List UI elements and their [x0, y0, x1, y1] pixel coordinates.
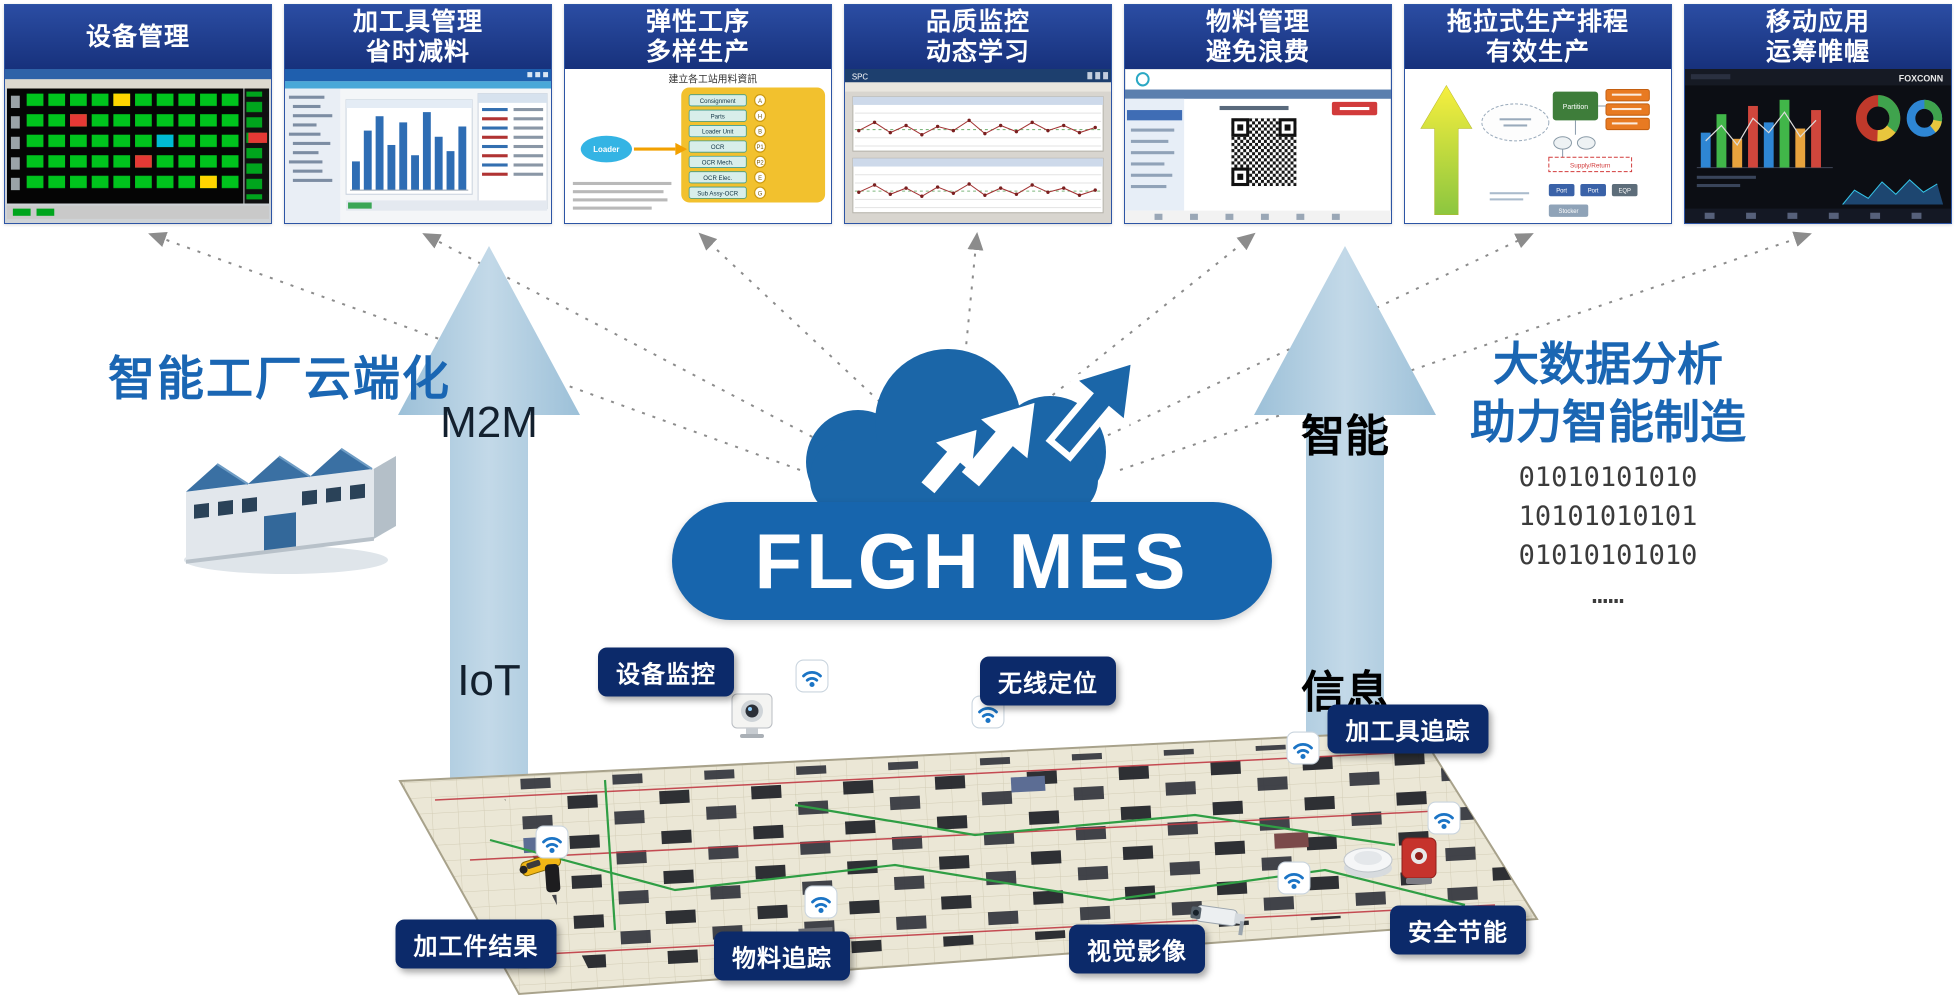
feature-card-title: 设备管理 [5, 5, 271, 69]
cctv-camera-icon [1190, 904, 1246, 936]
feature-card-quality-monitoring: 品质监控 动态学习 SPC [844, 4, 1112, 224]
svg-text:Sub Assy-OCR: Sub Assy-OCR [697, 190, 738, 197]
flow-title: 建立各工站用料資訊 [669, 72, 758, 85]
badge-safety-energy: 安全节能 [1390, 905, 1526, 955]
svg-text:Parts: Parts [711, 113, 725, 120]
feature-cards-row: 设备管理 [4, 4, 1952, 224]
scheduling-flowchart-screenshot: Partition Supply/Return Port Port EQP St [1405, 69, 1671, 223]
wifi-icon [804, 885, 838, 919]
svg-text:Loader Unit: Loader Unit [702, 129, 734, 136]
monitor-camera-icon [731, 693, 773, 738]
alarm-device-icon [1401, 837, 1437, 884]
feature-card-mobile-app: 移动应用 运筹帷幄 FOXCONN [1684, 4, 1952, 224]
spc-window-title: SPC [852, 72, 868, 81]
svg-text:Port: Port [1588, 189, 1599, 195]
badge-material-tracking: 物料追踪 [714, 931, 850, 981]
feature-card-title: 拖拉式生产排程 有效生产 [1405, 5, 1671, 69]
binary-stream: 01010101010 10101010101 01010101010 …… [1388, 458, 1828, 615]
feature-card-equipment-management: 设备管理 [4, 4, 272, 224]
wifi-icon [1427, 801, 1461, 835]
feature-card-material-management: 物料管理 避免浪费 [1124, 4, 1392, 224]
mobile-dashboard-screenshot: FOXCONN [1685, 69, 1951, 223]
factory-illustration [184, 447, 396, 574]
cloud-arrows-logo [806, 349, 1139, 516]
spc-charts-screenshot: SPC [845, 69, 1111, 223]
binary-line: 10101010101 [1518, 501, 1698, 533]
binary-line: 01010101010 [1518, 462, 1698, 493]
feature-card-drag-scheduling: 拖拉式生产排程 有效生产 Partition [1404, 4, 1672, 224]
right-headline-line1: 大数据分析 [1493, 338, 1723, 390]
schedule-supply-label: Supply/Return [1570, 162, 1611, 169]
badge-workpiece-result: 加工件结果 [395, 919, 557, 969]
svg-text:Port: Port [1556, 189, 1567, 195]
card-title-line: 弹性工序 [645, 7, 750, 36]
pillar-label-intelligence: 智能 [1301, 412, 1389, 461]
svg-text:A: A [758, 99, 762, 105]
svg-text:P1: P1 [756, 145, 764, 151]
card-title-line: 设备管理 [85, 22, 190, 51]
card-title-line: 避免浪费 [1205, 38, 1310, 66]
pillar-label-iot: IoT [457, 656, 521, 705]
tool-dashboard-screenshot [285, 69, 551, 223]
right-headline: 大数据分析 助力智能制造 [1388, 336, 1828, 451]
wifi-icon [1277, 861, 1311, 895]
flow-source-label: Loader [593, 145, 619, 154]
binary-ellipsis: …… [1591, 579, 1625, 611]
right-headline-line2: 助力智能制造 [1470, 395, 1746, 448]
binary-line: 01010101010 [1518, 540, 1698, 572]
card-title-line: 物料管理 [1205, 7, 1310, 36]
feature-card-title: 物料管理 避免浪费 [1125, 5, 1391, 69]
feature-card-title: 品质监控 动态学习 [845, 5, 1111, 69]
smoke-detector-icon [1343, 847, 1393, 878]
svg-text:Consignment: Consignment [700, 98, 736, 105]
svg-text:Stocker: Stocker [1559, 209, 1579, 215]
svg-text:E: E [758, 176, 762, 182]
wifi-icon [535, 825, 569, 859]
svg-text:P2: P2 [756, 160, 764, 166]
card-title-line: 加工具管理 [352, 7, 483, 36]
brand-logo-text: FOXCONN [1899, 73, 1943, 83]
qr-code-screenshot [1125, 69, 1391, 223]
feature-card-flexible-process: 弹性工序 多样生产 建立各工站用料資訊 Consignment A Parts … [564, 4, 832, 224]
product-name: FLGH MES [754, 516, 1190, 605]
card-title-line: 品质监控 [925, 7, 1030, 36]
wifi-icon [795, 659, 829, 693]
feature-card-title: 弹性工序 多样生产 [565, 5, 831, 69]
svg-text:B: B [758, 130, 762, 136]
equipment-dashboard-screenshot [5, 69, 271, 223]
svg-text:OCR Mech.: OCR Mech. [702, 159, 734, 166]
card-title-line: 有效生产 [1485, 38, 1590, 66]
svg-text:G: G [758, 191, 763, 197]
svg-text:OCR Elec.: OCR Elec. [703, 175, 732, 182]
schedule-partition-label: Partition [1563, 104, 1588, 111]
feature-card-title: 加工具管理 省时减料 [285, 5, 551, 69]
badge-tool-tracking: 加工具追踪 [1327, 704, 1489, 754]
factory-floor-map [398, 729, 1539, 996]
pillar-label-m2m: M2M [440, 398, 538, 447]
svg-text:EQP: EQP [1618, 189, 1630, 195]
wifi-icon [1286, 731, 1320, 765]
badge-vision-imaging: 视觉影像 [1069, 924, 1205, 974]
card-title-line: 省时减料 [365, 38, 470, 66]
feature-card-title: 移动应用 运筹帷幄 [1685, 5, 1951, 69]
card-title-line: 多样生产 [645, 38, 750, 66]
card-title-line: 动态学习 [925, 38, 1030, 66]
badge-wireless-location: 无线定位 [980, 656, 1116, 706]
svg-text:OCR: OCR [711, 144, 725, 151]
mes-banner: FLGH MES [672, 502, 1272, 620]
process-flowchart-screenshot: 建立各工站用料資訊 Consignment A Parts H Loader U… [565, 69, 831, 223]
card-title-line: 移动应用 [1765, 7, 1870, 36]
feature-card-tool-management: 加工具管理 省时减料 [284, 4, 552, 224]
svg-text:H: H [758, 114, 762, 120]
card-title-line: 运筹帷幄 [1765, 38, 1870, 66]
badge-device-monitor: 设备监控 [598, 647, 734, 697]
card-title-line: 拖拉式生产排程 [1446, 7, 1629, 36]
